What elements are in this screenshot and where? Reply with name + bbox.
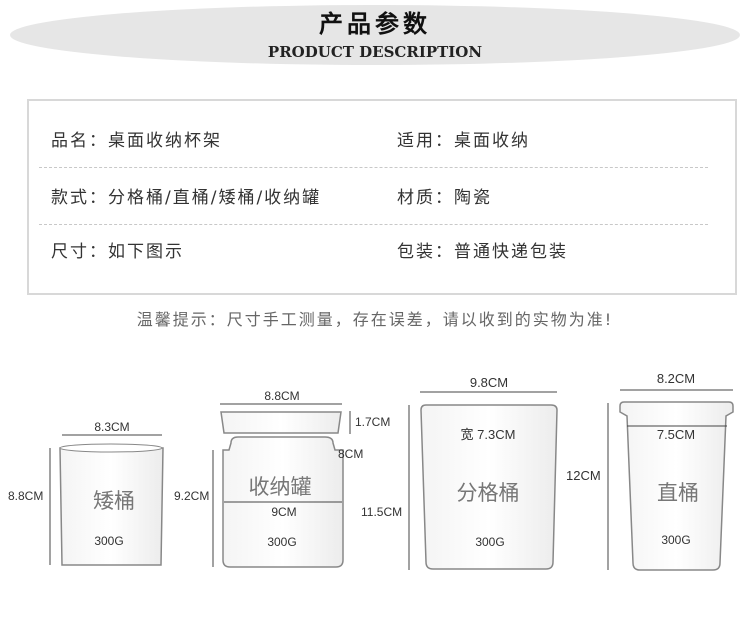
product-name: 分格桶 [457,481,520,505]
width-label: 9CM [271,505,296,519]
weight-label: 300G [475,535,504,549]
width-label: 8.2CM [657,371,695,386]
product-straight-bucket: 8.2CM 7.5CM 12CM 直桶 300G [566,371,734,571]
product-name: 直桶 [657,481,699,505]
product-storage-jar: 8.8CM 1.7CM 8CM 9.2CM 收纳罐 9CM 300G [174,389,390,568]
divided-bucket-body [420,404,558,570]
product-name: 矮桶 [93,489,135,513]
weight-label: 300G [267,535,296,549]
inner-width-label: 宽 7.3CM [461,427,516,442]
spec-usage: 适用：桌面收纳 [397,131,530,151]
width-label: 9.8CM [470,375,508,390]
measurement-note: 温馨提示：尺寸手工测量，存在误差，请以收到的实物为准! [136,310,614,329]
lid-height-label: 1.7CM [355,415,390,429]
height-label: 8.8CM [8,489,43,503]
bucket-rim [59,443,163,453]
spec-row: 款式：分格桶/直桶/矮桶/收纳罐 材质：陶瓷 [29,183,735,225]
lid-width-label: 8.8CM [264,389,299,403]
product-diagrams: 8.3CM 8.8CM 矮桶 300G 8.8CM 1.7CM 8CM 9.2C… [8,371,734,571]
neck-label: 8CM [338,447,363,461]
header-banner [10,5,740,65]
weight-label: 300G [661,533,690,547]
divider [39,167,708,168]
height-label: 11.5CM [361,505,402,519]
spec-style: 款式：分格桶/直桶/矮桶/收纳罐 [51,188,322,208]
spec-size: 尺寸：如下图示 [51,242,184,262]
spec-row: 品名：桌面收纳杯架 适用：桌面收纳 [29,126,735,168]
product-divided-bucket: 9.8CM 宽 7.3CM 11.5CM 分格桶 300G [361,375,558,570]
straight-bucket-body [619,401,734,571]
spec-packaging: 包装：普通快递包装 [397,242,568,262]
page-subtitle: PRODUCT DESCRIPTION [267,43,483,61]
page-title: 产品参数 [319,10,431,38]
weight-label: 300G [94,534,123,548]
spec-material: 材质：陶瓷 [397,188,492,208]
height-label: 9.2CM [174,489,209,503]
spec-table: 品名：桌面收纳杯架 适用：桌面收纳 款式：分格桶/直桶/矮桶/收纳罐 材质：陶瓷… [27,99,737,295]
product-short-bucket: 8.3CM 8.8CM 矮桶 300G [8,420,164,566]
inner-width-label: 7.5CM [657,427,695,442]
product-name: 收纳罐 [249,475,312,499]
divider [39,224,708,225]
spec-name: 品名：桌面收纳杯架 [51,131,222,151]
jar-lid [220,411,342,434]
spec-row: 尺寸：如下图示 包装：普通快递包装 [29,237,735,267]
height-label: 12CM [566,468,601,483]
width-label: 8.3CM [94,420,129,434]
